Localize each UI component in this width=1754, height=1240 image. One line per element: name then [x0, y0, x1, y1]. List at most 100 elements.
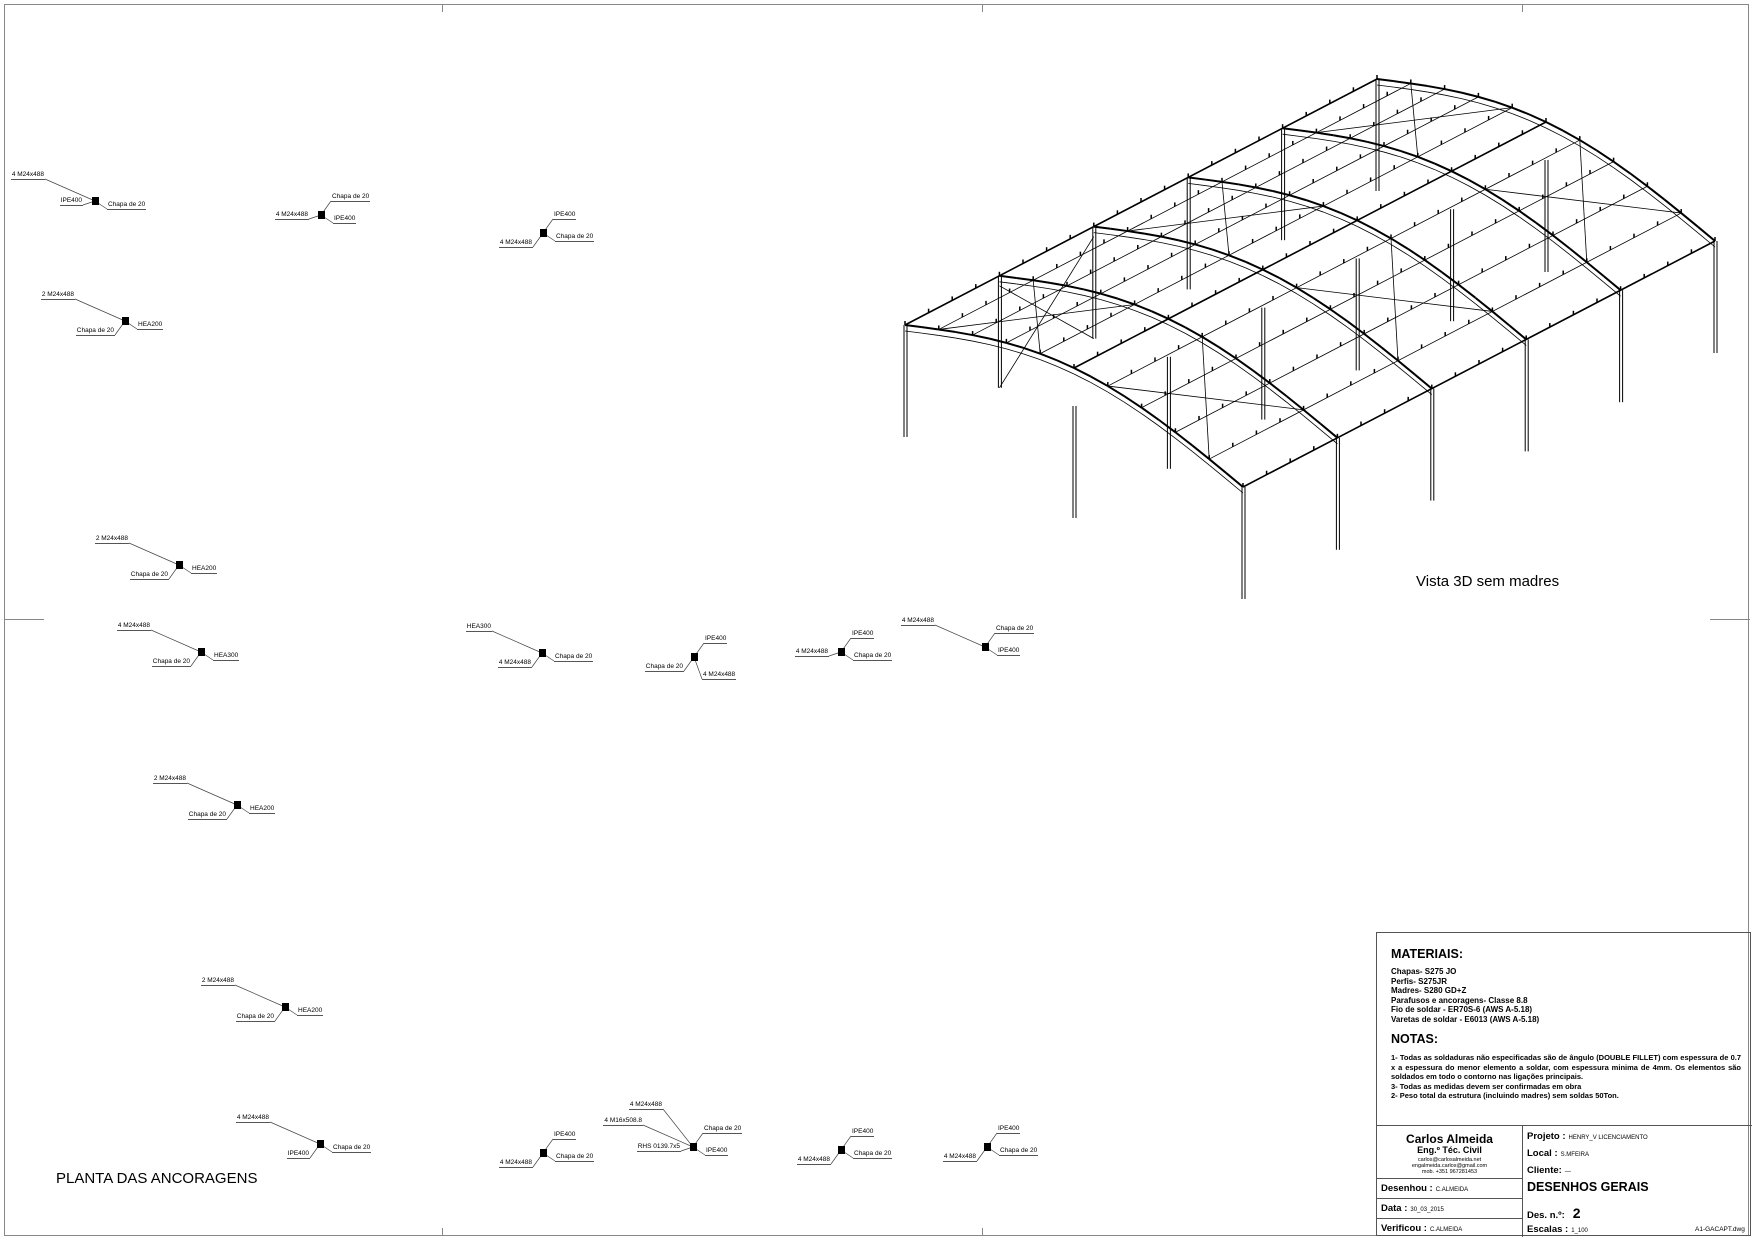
leader-line [934, 624, 986, 648]
rafter [999, 281, 1017, 285]
anchor-label: 2 M24x488 [152, 775, 187, 784]
rafter [921, 326, 939, 331]
leader-line [269, 1121, 321, 1145]
rafter [1552, 241, 1571, 255]
rafter [1680, 218, 1699, 234]
rafter [1484, 188, 1503, 201]
view3d-title: Vista 3D sem madres [1416, 573, 1560, 590]
rafter [1124, 402, 1142, 414]
rafter [1417, 155, 1436, 165]
rafter [1235, 364, 1254, 377]
rafter [1168, 324, 1186, 334]
anchor-label: 4 M24x488 [116, 622, 151, 631]
leader-line [150, 629, 202, 653]
projeto-field: Projeto :HENRY_V LICENCIAMENTO [1527, 1131, 1648, 1142]
anchor-label: Chapa de 20 [75, 327, 115, 336]
anchor-label: Chapa de 20 [107, 201, 147, 210]
bracing [1221, 181, 1230, 256]
author-email: carlos@carlosalmeida.net [1417, 1157, 1482, 1163]
rafter [1434, 162, 1453, 173]
rafter [1299, 129, 1317, 134]
bracing [1032, 280, 1041, 354]
cliente-field: Cliente:— [1527, 1165, 1571, 1176]
leader-line [128, 542, 180, 566]
rafter [1286, 395, 1305, 411]
anchor-label: 4 M24x488 [900, 617, 935, 626]
rafter [1407, 248, 1426, 261]
rafter [1407, 254, 1426, 267]
rafter [1066, 284, 1085, 291]
material-item: Parafusos e ancoragens- Classe 8.8 [1391, 995, 1528, 1005]
rafter [1040, 359, 1058, 367]
rafter [1603, 275, 1622, 291]
purlin [938, 83, 1411, 330]
rafter [1006, 348, 1024, 355]
rafter [1383, 151, 1402, 158]
anchor-label: 4 M16x508.8 [603, 1117, 643, 1126]
rafter [1330, 314, 1348, 328]
rafter [1596, 149, 1615, 163]
anchor-label: HEA200 [191, 565, 218, 574]
anchor-label: RHS 0139.7x5 [636, 1143, 681, 1152]
rafter [1461, 91, 1479, 98]
rafter [1414, 380, 1433, 395]
rafter [1073, 373, 1092, 383]
border-tick [4, 619, 44, 620]
bracing [1410, 83, 1419, 157]
rafter [1056, 366, 1075, 375]
rafter [1512, 113, 1530, 121]
anchor-label: Chapa de 20 [999, 1147, 1039, 1156]
rafter [1613, 167, 1631, 180]
leader-line [234, 984, 286, 1008]
anchor-label: 4 M24x488 [10, 171, 45, 180]
rafter [1579, 145, 1597, 157]
rafter [1376, 84, 1394, 88]
base-plate-symbol [691, 653, 698, 661]
rafter [1383, 145, 1402, 153]
rafter [1255, 186, 1273, 193]
notes-heading: NOTAS: [1391, 1032, 1438, 1046]
material-item: Varetas de soldar - E6013 (AWS A-5.18) [1391, 1014, 1540, 1024]
rafter [1312, 297, 1331, 311]
anchor-label: HEA300 [213, 652, 240, 661]
rafter [1528, 120, 1547, 129]
rafter [1221, 187, 1239, 191]
material-item: Perfis- S275JR [1391, 976, 1448, 986]
anchor-label: IPE400 [333, 215, 357, 224]
rafter [1518, 210, 1537, 224]
anchor-label: Chapa de 20 [187, 811, 227, 820]
rafter [1630, 179, 1648, 193]
rafter [1350, 143, 1368, 149]
rafter [1134, 303, 1152, 313]
rafter [1492, 317, 1510, 332]
rafter [1093, 232, 1111, 236]
wall-bracing [999, 236, 1095, 389]
base-plate-symbol [234, 801, 241, 809]
rafter [904, 324, 923, 329]
rafter [1417, 162, 1435, 170]
rafter [1373, 234, 1392, 245]
base-plate-symbol [92, 197, 99, 205]
anchor-label: HEA200 [249, 805, 276, 814]
rafter [1134, 310, 1152, 318]
border-tick [982, 4, 983, 12]
base-plate-symbol [282, 1003, 289, 1011]
rafter [1218, 346, 1237, 360]
rafter [1279, 283, 1297, 295]
rafter [1192, 451, 1210, 466]
rafter [955, 337, 973, 342]
author-email: engalmeida.carlos@gmail.com [1411, 1163, 1488, 1169]
title-block: MATERIAIS: Chapas- S275 JO Perfis- S275J… [1376, 932, 1752, 1237]
rafter [1363, 333, 1382, 348]
rafter [955, 331, 973, 337]
rafter [1509, 331, 1527, 346]
rafter [1495, 107, 1513, 115]
rafter [1006, 341, 1024, 349]
anchor-label: IPE400 [705, 1147, 729, 1156]
rafter [1110, 227, 1128, 233]
rafter [1100, 299, 1118, 306]
rafter [999, 274, 1017, 279]
rafter [1306, 205, 1324, 213]
anchor-label: 4 M24x488 [702, 671, 737, 680]
rafter [1188, 176, 1206, 181]
